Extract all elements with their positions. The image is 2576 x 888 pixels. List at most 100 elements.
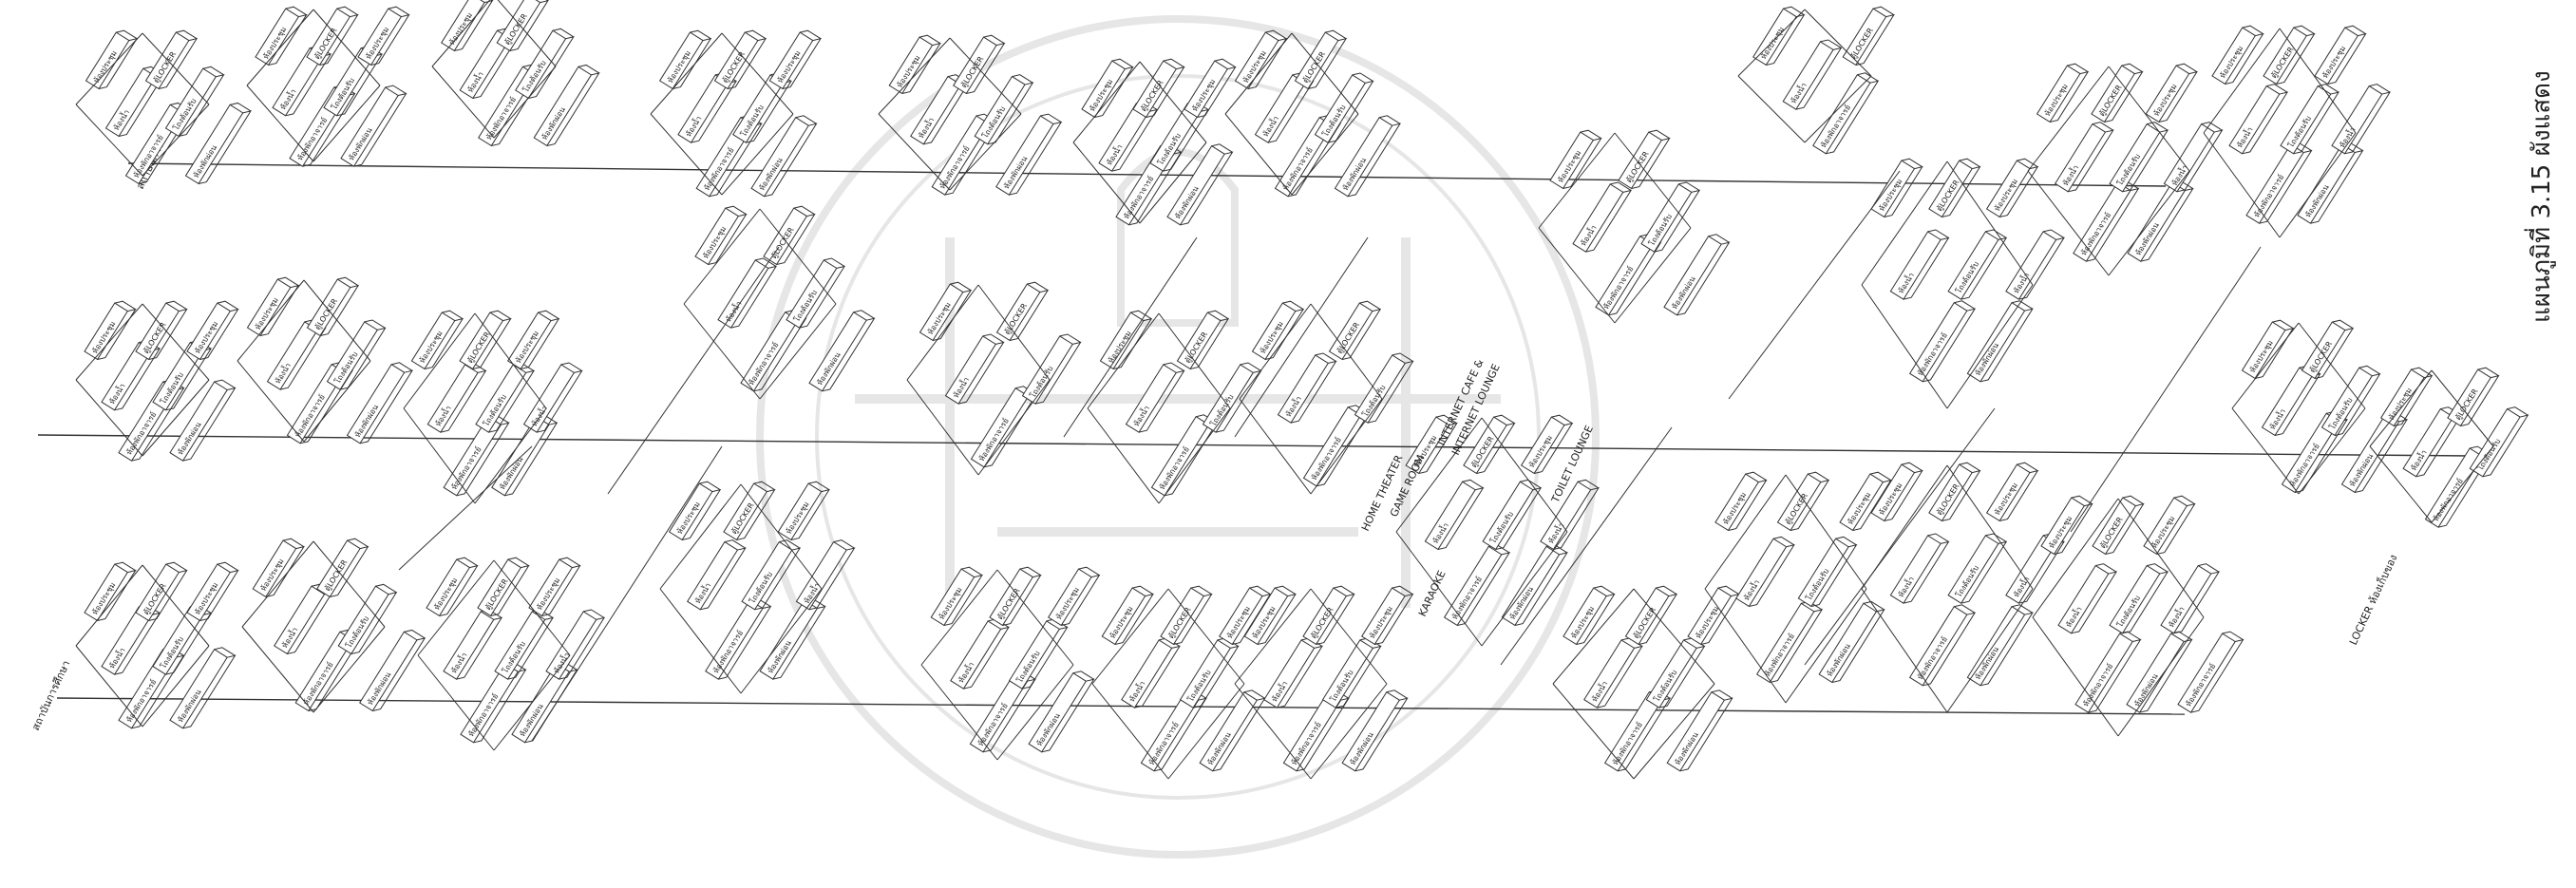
room-box: ห้องประชุม	[187, 559, 238, 624]
room-box: ห้องประชุม	[187, 298, 238, 363]
room-box: ห้องน้ำ	[2058, 560, 2116, 636]
room-box: ห้องพักอาจารย์	[1445, 541, 1509, 628]
room-box: ห้องน้ำ	[1890, 531, 1948, 607]
room-box: ห้องประชุม	[2212, 23, 2263, 87]
room-box: โถงต้อนรับ	[2110, 119, 2168, 195]
room-box: ห้องประชุม	[889, 32, 940, 97]
room-box: ตู้LOCKER	[2448, 365, 2499, 429]
room-box: ตู้LOCKER	[307, 4, 358, 68]
room-box: ห้องพักผ่อน	[1967, 602, 2032, 689]
room-box: ห้องน้ำ	[1890, 227, 1948, 303]
room-box: ตู้LOCKER	[1133, 56, 1184, 121]
root-labels: สถาบันการศึกษา สถาบันการศึกษา	[29, 117, 178, 732]
room-box: ตู้LOCKER	[2093, 493, 2144, 557]
room-box: ห้องประชุม	[2243, 317, 2294, 382]
room-box: ห้องพักผ่อน	[1967, 298, 2032, 385]
room-box: ห้องประชุม	[2037, 61, 2089, 125]
room-box: โถงต้อนรับ	[1181, 635, 1239, 711]
room-box: ห้องน้ำ	[1264, 635, 1322, 711]
room-box: ตู้LOCKER	[715, 28, 767, 92]
branch-line	[1947, 285, 2033, 408]
room-box: ห้องประชุม	[85, 559, 136, 624]
room-box: โถงต้อนรับ	[495, 607, 553, 683]
room-box: ห้องประชุม	[1563, 583, 1615, 648]
room-box: ห้องพักผ่อน	[534, 62, 598, 148]
room-box: ห้องประชุม	[769, 28, 821, 92]
room-box: ห้องพักอาจารย์	[1910, 602, 1975, 689]
room-box: ตู้LOCKER	[478, 555, 529, 619]
room-box: ตู้LOCKER	[1626, 583, 1677, 648]
room-box: ห้องพักผ่อน	[341, 83, 406, 169]
label-karaoke: KARAOKE	[1416, 569, 1449, 619]
room-box: ห้องพักผ่อน	[996, 111, 1061, 198]
box-layer: ห้องประชุมห้องน้ำห้องพักอาจารย์ตู้LOCKER…	[85, 0, 2528, 774]
room-box: โถงต้อนรับ	[338, 581, 396, 657]
branch-line	[1947, 589, 2033, 712]
room-box: ห้องพักผ่อน	[1200, 688, 1264, 774]
room-box: ตู้LOCKER	[1330, 298, 1381, 363]
room-box: ห้องประชุม	[253, 536, 304, 600]
room-box: ห้องน้ำ	[2006, 227, 2064, 303]
room-box: ตู้LOCKER	[136, 559, 187, 624]
branch-line	[1729, 171, 1900, 399]
room-box: ตู้LOCKER	[1303, 583, 1354, 648]
room-box: ตู้LOCKER	[1929, 156, 1980, 220]
room-box: ห้องประชุม	[2041, 493, 2093, 557]
room-box: ห้องประชุม	[1049, 564, 1100, 629]
room-box: ห้องประชุม	[1987, 460, 2038, 524]
room-box: ตู้LOCKER	[1843, 4, 1894, 68]
room-box: ห้องประชุม	[358, 4, 409, 68]
room-box: ห้องประชุม	[256, 4, 307, 68]
room-box: ห้องน้ำ	[951, 616, 1009, 692]
room-box: ตู้LOCKER	[1929, 460, 1980, 524]
room-box: ห้องน้ำ	[444, 607, 502, 683]
room-box: ห้องประชุม	[508, 308, 559, 372]
room-box: ห้องน้ำ	[1122, 635, 1180, 711]
room-box: โถงต้อนรับ	[2281, 81, 2339, 157]
bottom-root-label: สถาบันการศึกษา	[29, 658, 73, 732]
room-box: ห้องพักผ่อน	[2298, 140, 2362, 226]
room-box: ห้องประชุม	[1253, 298, 1304, 363]
room-box: ห้องประชุม	[2146, 61, 2197, 125]
branch-line	[1088, 408, 1159, 503]
room-box: ห้องน้ำ	[2332, 81, 2390, 157]
room-box: ห้องน้ำ	[688, 537, 746, 613]
figure-caption: แผนภูมิที่ 3.15 ผังแสดง	[2511, 9, 2568, 332]
room-box: ห้องน้ำ	[1573, 179, 1631, 255]
room-box: ตู้LOCKER	[2263, 23, 2315, 87]
room-box: โถงต้อนรับ	[328, 317, 386, 393]
room-box: ห้องพักผ่อน	[1667, 688, 1732, 774]
room-box: ตู้LOCKER	[2092, 61, 2143, 125]
room-box: ห้องพักอาจารย์	[1757, 598, 1822, 685]
room-box: โถงต้อนรับ	[1010, 616, 1068, 692]
room-box: ห้องประชุม	[660, 28, 711, 92]
branch-line	[879, 114, 950, 190]
room-box: ห้องพักผ่อน	[809, 308, 874, 394]
room-box: ห้องประชุม	[86, 28, 138, 92]
level-line-middle	[38, 435, 2470, 456]
room-box: ตู้LOCKER	[1161, 583, 1212, 648]
room-box: ห้องประชุม	[529, 555, 580, 619]
room-box: ห้องพักอาจารย์	[2178, 629, 2243, 715]
room-box: ตู้LOCKER	[2302, 317, 2354, 382]
room-box: ห้องน้ำ	[2164, 119, 2222, 195]
room-box: ห้องพักผ่อน	[170, 377, 235, 463]
branch-line	[2071, 247, 2261, 532]
room-box: ตู้LOCKER	[997, 279, 1049, 344]
room-box: ห้องพักผ่อน	[170, 645, 235, 731]
room-box: โถงต้อนรับ	[1948, 531, 2006, 607]
room-box: ห้องน้ำ	[546, 607, 604, 683]
room-box: โถงต้อนรับ	[1323, 635, 1381, 711]
room-box: ตู้LOCKER	[1619, 127, 1670, 192]
room-box: ห้องพักอาจารย์	[1813, 70, 1878, 157]
room-box: ตู้LOCKER	[146, 28, 198, 92]
room-box: ตู้LOCKER	[308, 274, 359, 339]
room-box: ห้องประชุม	[1688, 583, 1739, 648]
room-box: ห้องประชุม	[1871, 460, 1923, 524]
room-box: ห้องน้ำ	[1783, 37, 1841, 113]
room-box: ห้องน้ำ	[1279, 350, 1336, 426]
room-box: ห้องพักผ่อน	[1029, 669, 1093, 755]
room-box: ห้องประชุม	[2315, 23, 2366, 87]
room-box: ตู้LOCKER	[460, 308, 511, 372]
